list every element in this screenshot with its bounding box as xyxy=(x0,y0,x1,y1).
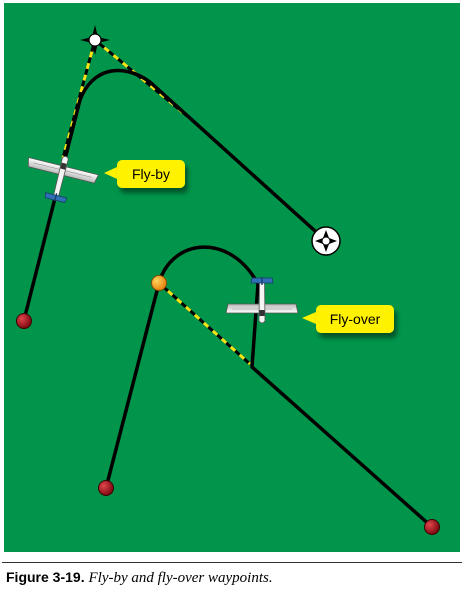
flyby-label: Fly-by xyxy=(132,166,170,182)
flyover-start-point xyxy=(98,480,114,496)
flyby-start-point xyxy=(16,313,32,329)
figure-caption: Figure 3-19. Fly-by and fly-over waypoin… xyxy=(6,569,273,587)
flyover-label: Fly-over xyxy=(330,311,381,327)
flyby-track xyxy=(22,68,327,321)
flyover-end-point xyxy=(424,519,440,535)
flyby-callout: Fly-by xyxy=(104,160,185,188)
flyby-end-waypoint-icon xyxy=(311,226,341,256)
figure-caption-text: Fly-by and fly-over waypoints. xyxy=(88,570,273,586)
flyover-waypoint-icon xyxy=(151,275,167,291)
flyby-airplane-icon xyxy=(27,156,99,204)
flyover-group: Fly-over xyxy=(98,245,440,535)
figure-number: Figure 3-19. xyxy=(6,569,85,585)
flyover-callout: Fly-over xyxy=(302,305,394,333)
flyover-airplane-icon xyxy=(225,277,299,324)
flyby-group: Fly-by xyxy=(16,25,341,329)
caption-divider xyxy=(2,562,462,563)
flyby-waypoint-icon xyxy=(80,25,110,55)
flyover-track xyxy=(104,245,434,529)
